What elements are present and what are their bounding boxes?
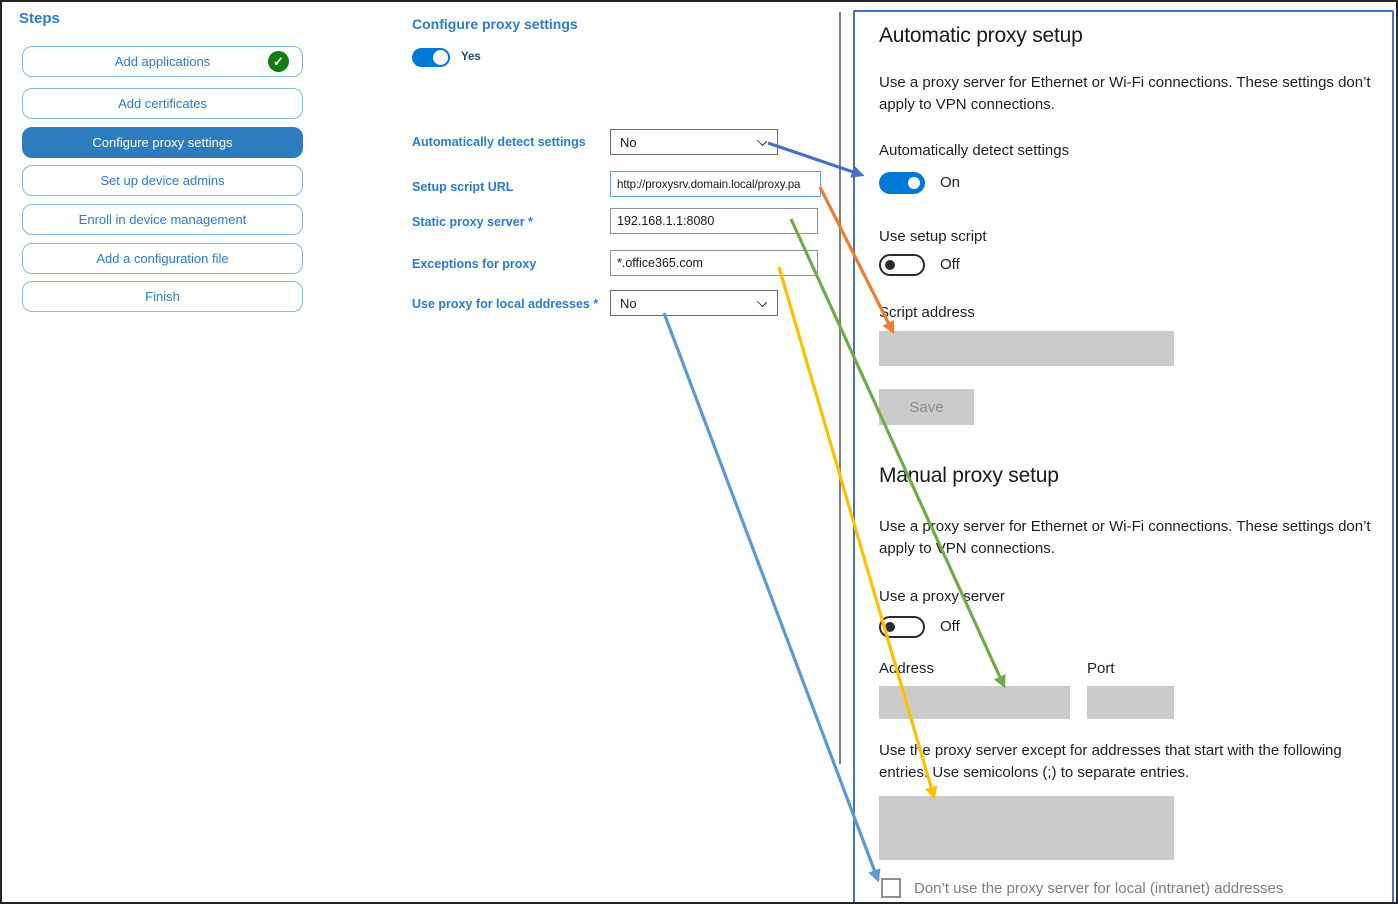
steps-title: Steps — [19, 10, 60, 27]
sidebar-item-add-applications[interactable]: Add applications ✓ — [22, 46, 303, 77]
detect-settings-toggle[interactable] — [879, 172, 925, 194]
field-label-use-proxy-local: Use proxy for local addresses * — [412, 297, 599, 311]
automatically-detect-dropdown[interactable]: No — [610, 129, 778, 155]
configure-proxy-toggle-label: Yes — [461, 51, 481, 63]
dropdown-value: No — [620, 295, 637, 311]
script-address-input — [879, 331, 1174, 366]
proxy-exceptions-help: Use the proxy server except for addresse… — [879, 742, 1342, 781]
sidebar-item-enroll-in-device-management[interactable]: Enroll in device management — [22, 204, 303, 235]
step-label: Set up device admins — [100, 173, 225, 188]
field-label-automatically-detect: Automatically detect settings — [412, 135, 586, 149]
detect-settings-state: On — [940, 174, 961, 191]
address-label: Address — [879, 660, 935, 677]
automatic-proxy-description: Use a proxy server for Ethernet or Wi-Fi… — [879, 74, 1371, 113]
use-proxy-server-toggle[interactable] — [879, 616, 925, 638]
toggle-knob — [885, 622, 895, 632]
step-label: Add applications — [114, 54, 211, 69]
address-input — [879, 686, 1070, 719]
step-label: Finish — [145, 289, 180, 304]
manual-proxy-description: Use a proxy server for Ethernet or Wi-Fi… — [879, 518, 1371, 557]
automatic-proxy-setup-heading: Automatic proxy setup — [879, 24, 1083, 47]
sidebar-item-add-a-configuration-file[interactable]: Add a configuration file — [22, 243, 303, 274]
step-label: Enroll in device management — [78, 212, 247, 227]
use-setup-script-toggle[interactable] — [879, 254, 925, 276]
toggle-knob — [885, 260, 895, 270]
field-label-exceptions-for-proxy: Exceptions for proxy — [412, 257, 537, 271]
detect-settings-label: Automatically detect settings — [879, 142, 1070, 159]
local-addresses-arrow — [662, 312, 881, 883]
pane-divider — [839, 12, 841, 764]
static-proxy-server-input[interactable] — [610, 208, 818, 234]
use-setup-script-state: Off — [940, 256, 960, 273]
exceptions-for-proxy-input[interactable] — [610, 250, 818, 276]
sidebar-item-add-certificates[interactable]: Add certificates — [22, 88, 303, 119]
manual-proxy-setup-heading: Manual proxy setup — [879, 464, 1059, 487]
step-label: Configure proxy settings — [92, 135, 233, 150]
field-label-static-proxy-server: Static proxy server * — [412, 215, 533, 229]
toggle-knob — [433, 50, 448, 65]
step-label: Add certificates — [118, 96, 207, 111]
sidebar-item-configure-proxy-settings[interactable]: Configure proxy settings — [22, 127, 303, 158]
setup-script-url-input[interactable] — [610, 171, 821, 197]
chevron-down-icon — [756, 135, 768, 147]
use-proxy-server-state: Off — [940, 618, 960, 635]
port-input — [1087, 686, 1174, 719]
sidebar-item-finish[interactable]: Finish — [22, 281, 303, 312]
use-setup-script-label: Use setup script — [879, 228, 987, 245]
chevron-down-icon — [756, 296, 768, 308]
toggle-knob — [908, 177, 920, 189]
port-label: Port — [1087, 660, 1115, 677]
local-bypass-checkbox-label: Don’t use the proxy server for local (in… — [914, 880, 1284, 897]
form-title: Configure proxy settings — [412, 16, 578, 32]
save-button: Save — [879, 389, 974, 425]
field-label-setup-script-url: Setup script URL — [412, 180, 514, 194]
step-label: Add a configuration file — [96, 251, 229, 266]
configure-proxy-toggle[interactable] — [412, 48, 450, 67]
check-circle-icon: ✓ — [268, 51, 289, 72]
script-address-label: Script address — [879, 304, 975, 321]
use-proxy-server-label: Use a proxy server — [879, 588, 1005, 605]
use-proxy-local-dropdown[interactable]: No — [610, 290, 778, 316]
sidebar-item-set-up-device-admins[interactable]: Set up device admins — [22, 165, 303, 196]
local-bypass-checkbox[interactable] — [881, 878, 901, 898]
proxy-exceptions-textarea — [879, 796, 1174, 860]
dropdown-value: No — [620, 134, 637, 150]
